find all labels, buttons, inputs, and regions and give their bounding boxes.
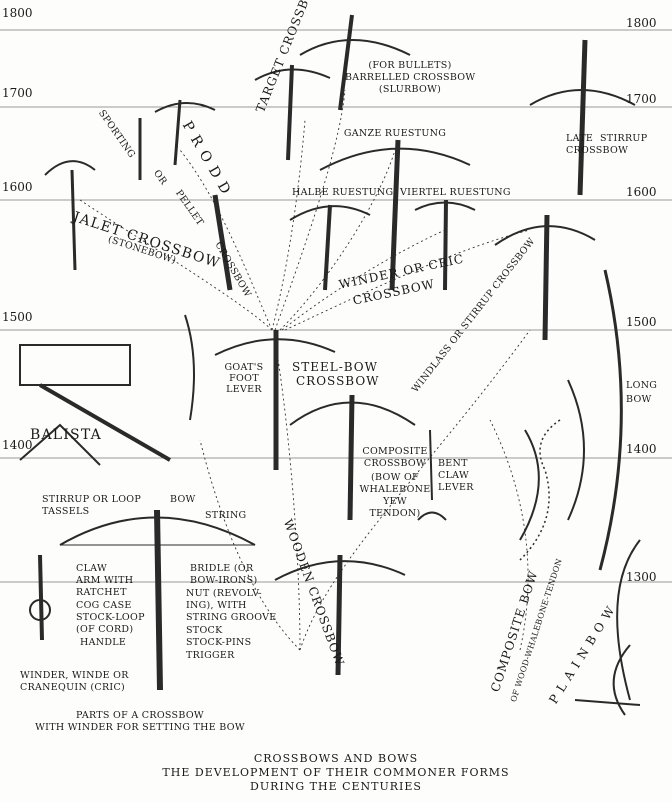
label-comp3: (BOW OF [355,472,435,483]
label-stirrup: STIRRUP [600,133,647,144]
year-right-1400: 1400 [626,442,657,456]
label-ganze: GANZE RUESTUNG [325,128,465,139]
part-of-cord: (OF CORD) [76,624,133,635]
year-left-1600: 1600 [2,180,33,194]
part-trigger: TRIGGER [186,650,235,661]
label-barrelled: BARRELLED CROSSBOW [345,72,475,83]
year-right-1500: 1500 [626,315,657,329]
part-winder1: WINDER, WINDE OR [20,670,129,681]
label-for-bullets: (FOR BULLETS) [360,60,460,71]
part-stock-loop: STOCK-LOOP [76,612,145,623]
label-long: LONG [626,380,657,391]
label-goats: GOAT'S [222,362,266,373]
part-ratchet: RATCHET [76,587,127,598]
parts-title-2: WITH WINDER FOR SETTING THE BOW [20,722,260,733]
caption-line-2: THE DEVELOPMENT OF THEIR COMMONER FORMS [0,766,672,780]
label-lever: LEVER [222,384,266,395]
year-left-1800: 1800 [2,6,33,20]
label-comp5: YEW [355,496,435,507]
part-string: STRING [205,510,246,521]
part-stirrup-loop: STIRRUP OR LOOP [42,494,141,505]
label-comp2: CROSSBOW [355,458,435,469]
label-viertel: VIERTEL RUESTUNG [400,187,511,198]
part-nut2: ING), WITH [186,600,247,611]
label-claw: CLAW [438,470,469,481]
year-right-1600: 1600 [626,185,657,199]
part-bow: BOW [170,494,196,505]
parts-title-1: PARTS OF A CROSSBOW [20,710,260,721]
label-steel2: CROSSBOW [296,376,380,387]
label-lever2: LEVER [438,482,474,493]
part-winder2: CRANEQUIN (CRIC) [20,682,125,693]
label-foot: FOOT [222,373,266,384]
part-nut1: NUT (REVOLV- [186,588,262,599]
year-left-1700: 1700 [2,86,33,100]
part-handle: HANDLE [80,637,126,648]
year-left-1400: 1400 [2,438,33,452]
label-bent: BENT [438,458,468,469]
year-right-1700: 1700 [626,92,657,106]
label-crossbow-late: CROSSBOW [566,145,628,156]
label-long-bow: BOW [626,394,652,405]
part-claw: CLAW [76,563,107,574]
part-stock-pins: STOCK-PINS [186,637,251,648]
label-slurbow: (SLURBOW) [360,84,460,95]
part-bridle2: BOW-IRONS) [190,575,257,586]
year-right-1800: 1800 [626,16,657,30]
part-stock: STOCK [186,625,223,636]
year-right-1300: 1300 [626,570,657,584]
label-late: LATE [566,133,593,144]
label-comp6: TENDON) [355,508,435,519]
label-balista: BALISTA [30,430,102,441]
caption-line-3: DURING THE CENTURIES [0,780,672,794]
part-nut3: STRING GROOVE [186,612,277,623]
part-bridle1: BRIDLE (OR [190,563,253,574]
label-comp4: WHALEBONE [355,484,435,495]
label-halbe: HALBE RUESTUNG [292,187,393,198]
part-cog-case: COG CASE [76,600,132,611]
year-left-1500: 1500 [2,310,33,324]
label-comp1: COMPOSITE [355,446,435,457]
label-steel1: STEEL-BOW [292,362,378,373]
part-arm-with: ARM WITH [76,575,133,586]
caption-line-1: CROSSBOWS AND BOWS [0,752,672,766]
part-tassels: TASSELS [42,506,89,517]
